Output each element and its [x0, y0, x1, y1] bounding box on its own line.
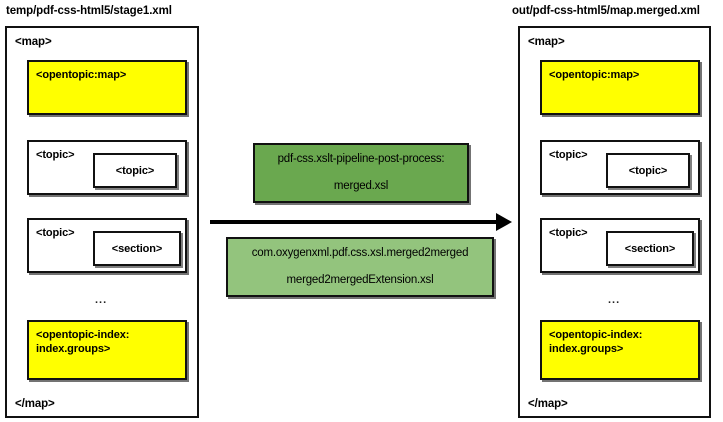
right-block-topic-1-label: <topic> — [549, 149, 588, 161]
right-map-open-tag: <map> — [528, 36, 565, 48]
right-block-opentopic-index: <opentopic-index: index.groups> — [540, 320, 700, 380]
left-panel-caption: temp/pdf-css-html5/stage1.xml — [6, 5, 172, 17]
transform-merged2merged-line1: com.oxygenxml.pdf.css.xsl.merged2merged — [251, 247, 469, 259]
right-panel-caption: out/pdf-css-html5/map.merged.xml — [512, 5, 700, 17]
transform-post-process-line2: merged.xsl — [333, 180, 389, 192]
left-block-opentopic-index: <opentopic-index: index.groups> — [27, 320, 187, 380]
transform-box-merged2merged: com.oxygenxml.pdf.css.xsl.merged2merged … — [226, 237, 494, 297]
flow-arrow-head-icon — [496, 213, 512, 231]
transform-post-process-line1: pdf-css.xslt-pipeline-post-process: — [277, 153, 445, 165]
flow-arrow-line — [210, 220, 502, 224]
right-nested-topic: <topic> — [606, 153, 690, 188]
left-map-close-tag: </map> — [15, 398, 55, 410]
left-map-panel: <map> <opentopic:map> <topic> <topic> <t… — [5, 26, 199, 418]
right-block-opentopic-map: <opentopic:map> — [540, 60, 700, 115]
left-nested-section: <section> — [93, 231, 181, 266]
left-nested-topic-label: <topic> — [115, 164, 155, 177]
right-block-topic-2-label: <topic> — [549, 227, 588, 239]
left-nested-topic: <topic> — [93, 153, 177, 188]
right-block-opentopic-map-label: <opentopic:map> — [549, 69, 640, 81]
left-block-topic-1-label: <topic> — [36, 149, 75, 161]
right-nested-topic-label: <topic> — [628, 164, 668, 177]
left-block-topic-1: <topic> <topic> — [27, 140, 187, 195]
right-map-panel: <map> <opentopic:map> <topic> <topic> <t… — [518, 26, 711, 418]
left-block-topic-2: <topic> <section> — [27, 218, 187, 273]
left-block-opentopic-map: <opentopic:map> — [27, 60, 187, 115]
transform-merged2merged-line2: merged2mergedExtension.xsl — [286, 274, 434, 286]
right-map-close-tag: </map> — [528, 398, 568, 410]
right-block-topic-2: <topic> <section> — [540, 218, 700, 273]
left-block-topic-2-label: <topic> — [36, 227, 75, 239]
right-nested-section: <section> — [606, 231, 694, 266]
left-nested-section-label: <section> — [111, 242, 163, 255]
right-ellipsis: ... — [608, 294, 621, 306]
transform-box-post-process: pdf-css.xslt-pipeline-post-process: merg… — [253, 143, 469, 203]
left-map-open-tag: <map> — [15, 36, 52, 48]
right-block-topic-1: <topic> <topic> — [540, 140, 700, 195]
left-ellipsis: ... — [95, 294, 108, 306]
right-nested-section-label: <section> — [624, 242, 676, 255]
left-block-opentopic-map-label: <opentopic:map> — [36, 69, 127, 81]
right-block-opentopic-index-label: <opentopic-index: index.groups> — [549, 329, 643, 355]
left-block-opentopic-index-label: <opentopic-index: index.groups> — [36, 329, 130, 355]
